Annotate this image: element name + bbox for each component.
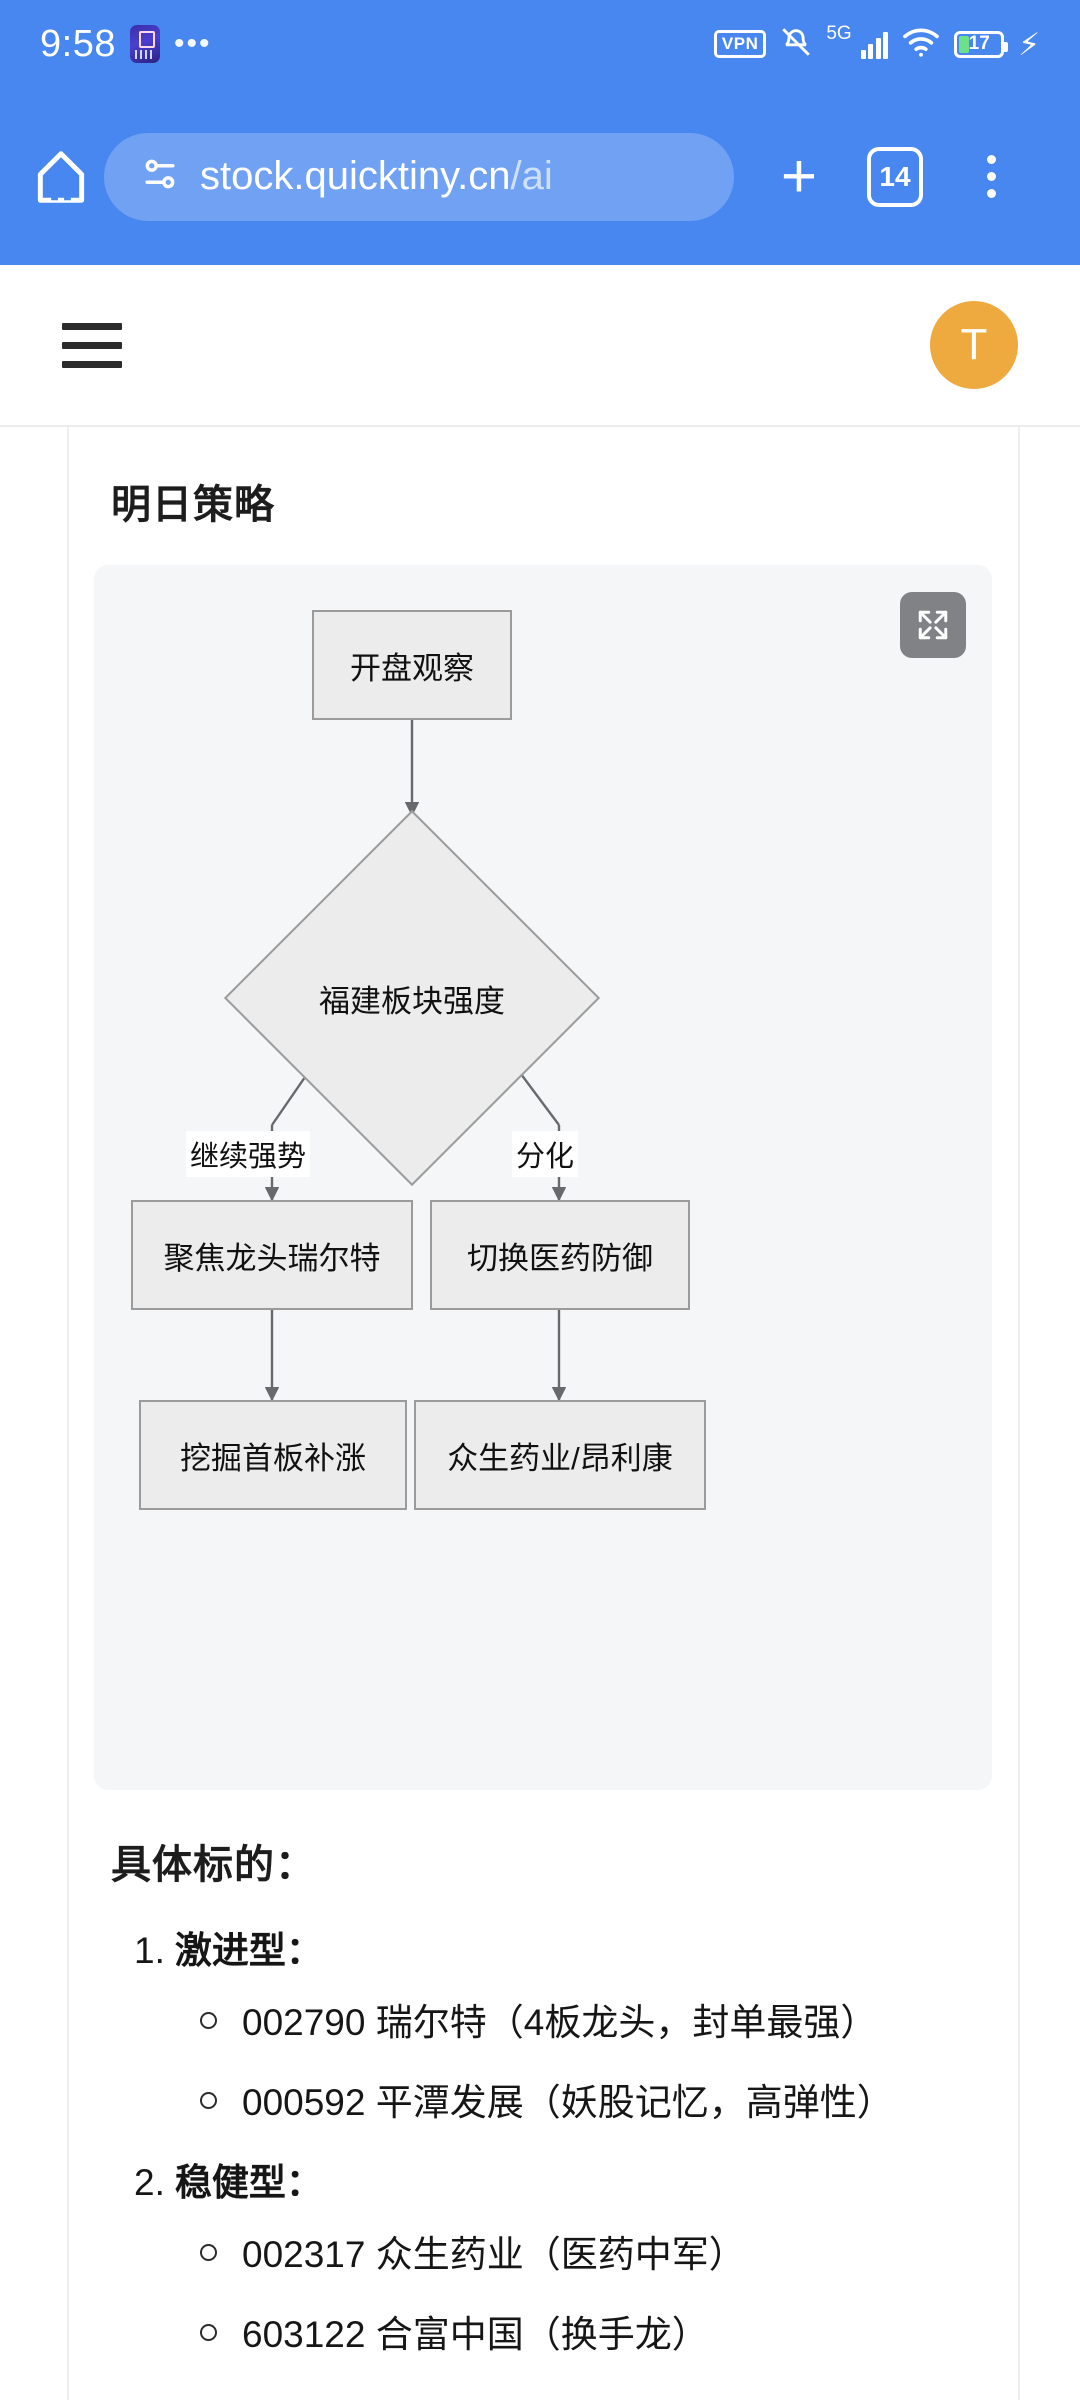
wifi-icon [901, 26, 941, 63]
flow-node-switch-pharma[interactable]: 切换医药防御 [430, 1200, 690, 1310]
status-bar-left: 9:58 ••• [40, 23, 211, 66]
battery-percent: 17 [968, 33, 990, 54]
tab-switcher-button[interactable]: 14 [850, 132, 940, 222]
status-bar-right: VPN 5G 17 ⚡ [713, 23, 1040, 64]
battery-icon: 17 [954, 30, 1009, 58]
target-group-heading: 1.激进型： [134, 1920, 993, 1974]
list-heading-text: 激进型： [174, 1930, 323, 1971]
url-path: /ai [510, 154, 553, 198]
hamburger-icon[interactable] [62, 322, 122, 368]
flow-node-zhongsheng-anglikang[interactable]: 众生药业/昂利康 [414, 1400, 706, 1510]
flow-node-focus-leader[interactable]: 聚焦龙头瑞尔特 [131, 1200, 413, 1310]
list-number: 1. [134, 1930, 165, 1971]
flow-node-open-observation[interactable]: 开盘观察 [312, 610, 512, 720]
page-app-header: T [0, 265, 1080, 425]
browser-menu-button[interactable] [946, 132, 1036, 222]
url-text: stock.quicktiny.cn/ai [200, 154, 553, 199]
address-bar[interactable]: stock.quicktiny.cn/ai [104, 132, 734, 221]
android-status-bar: 9:58 ••• VPN 5G 17 ⚡ [0, 0, 1080, 88]
strategy-card: 明日策略 [67, 427, 1020, 2400]
target-sublist: 002317 众生药业（医药中军） 603122 合富中国（换手龙） [196, 2224, 993, 2358]
flow-node-fujian-strength[interactable]: 福建板块强度 [223, 809, 601, 1187]
list-item: 002317 众生药业（医药中军） [196, 2224, 993, 2278]
list-item: 1.激进型： 002790 瑞尔特（4板龙头，封单最强） 000592 平潭发展… [134, 1920, 993, 2126]
page-title: 明日策略 [111, 483, 275, 527]
list-number: 2. [134, 2162, 165, 2203]
status-clock: 9:58 [40, 22, 116, 65]
vpn-icon: VPN [713, 30, 767, 58]
mute-vibrate-icon [779, 25, 813, 64]
fullscreen-expand-icon[interactable] [900, 592, 966, 658]
strategy-flowchart: 开盘观察 福建板块强度 继续强势 分化 聚焦龙头瑞尔特 切换医药防御 挖掘首板补… [94, 565, 992, 1790]
list-item: 002790 瑞尔特（4板龙头，封单最强） [196, 1992, 993, 2046]
site-info-icon[interactable] [138, 152, 182, 201]
edge-label-continue-strong: 继续强势 [186, 1131, 311, 1177]
main-content-area: 明日策略 [0, 425, 1080, 2400]
target-sublist: 002790 瑞尔特（4板龙头，封单最强） 000592 平潭发展（妖股记忆，高… [196, 1992, 993, 2126]
edge-label-divergence: 分化 [512, 1131, 579, 1177]
more-notifications-icon: ••• [173, 27, 212, 60]
flowchart-edges [264, 720, 567, 1402]
plus-icon: + [780, 141, 818, 211]
browser-toolbar: stock.quicktiny.cn/ai + 14 [0, 88, 1080, 265]
targets-list: 1.激进型： 002790 瑞尔特（4板龙头，封单最强） 000592 平潭发展… [134, 1920, 993, 2358]
home-icon[interactable] [30, 146, 92, 208]
kebab-menu-icon [986, 155, 996, 198]
list-heading-text: 稳健型： [174, 2162, 323, 2203]
flow-node-label: 福建板块强度 [319, 983, 505, 1019]
new-tab-button[interactable]: + [754, 132, 844, 222]
targets-title: 具体标的： [111, 1843, 316, 1887]
flow-node-dig-first-board[interactable]: 挖掘首板补涨 [139, 1400, 407, 1510]
list-item: 000592 平潭发展（妖股记忆，高弹性） [196, 2072, 993, 2126]
cellular-signal-icon [860, 29, 889, 59]
charging-bolt-icon: ⚡ [1018, 26, 1040, 62]
tab-counter-icon: 14 [867, 146, 923, 207]
avatar[interactable]: T [930, 301, 1018, 389]
list-item: 603122 合富中国（换手龙） [196, 2304, 993, 2358]
network-type-label: 5G [826, 23, 852, 44]
target-group-heading: 2.稳健型： [134, 2152, 993, 2206]
list-item: 2.稳健型： 002317 众生药业（医药中军） 603122 合富中国（换手龙… [134, 2152, 993, 2358]
notification-app-icon [129, 25, 160, 63]
url-host: stock.quicktiny.cn [200, 154, 511, 198]
